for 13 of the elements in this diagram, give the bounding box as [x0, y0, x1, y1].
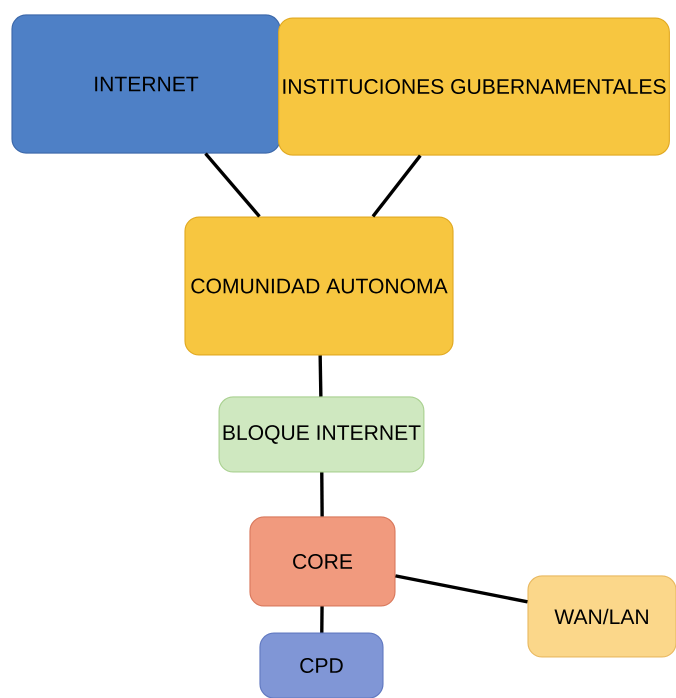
network-box: BLOQUE INTERNET: [218, 396, 424, 473]
connector-line: [320, 472, 324, 516]
network-box: INTERNET: [11, 14, 281, 154]
network-box: CPD: [259, 632, 384, 698]
connector-line: [395, 574, 528, 604]
connector-line: [318, 356, 323, 396]
network-box: CORE: [249, 516, 396, 607]
connector-line: [204, 152, 261, 218]
connector-line: [320, 606, 324, 632]
connector-line: [372, 154, 422, 218]
network-box: WAN/LAN: [527, 575, 676, 658]
network-box: COMUNIDAD AUTONOMA: [184, 216, 454, 356]
network-box: INSTITUCIONES GUBERNAMENTALES: [278, 17, 670, 156]
